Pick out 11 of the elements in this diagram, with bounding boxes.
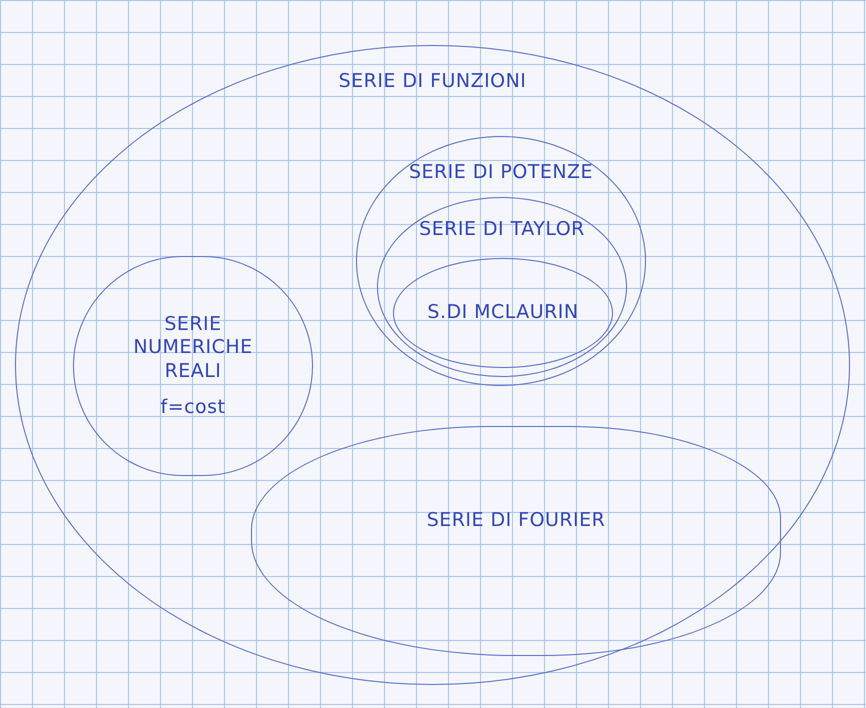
set-label: SERIE DI FOURIER xyxy=(426,509,606,533)
set-label: S.DI MCLAURIN xyxy=(427,301,579,325)
set-ellipse xyxy=(393,258,613,368)
set-ellipse xyxy=(356,136,646,386)
set-ellipse xyxy=(377,197,627,377)
set-label: SERIE NUMERICHE REALI xyxy=(132,312,254,384)
set-label: f=cost xyxy=(160,396,226,420)
set-label: SERIE DI FUNZIONI xyxy=(338,70,526,94)
set-label: SERIE DI TAYLOR xyxy=(419,218,585,242)
set-label: SERIE DI POTENZE xyxy=(408,161,594,185)
set-ellipse xyxy=(15,45,850,685)
